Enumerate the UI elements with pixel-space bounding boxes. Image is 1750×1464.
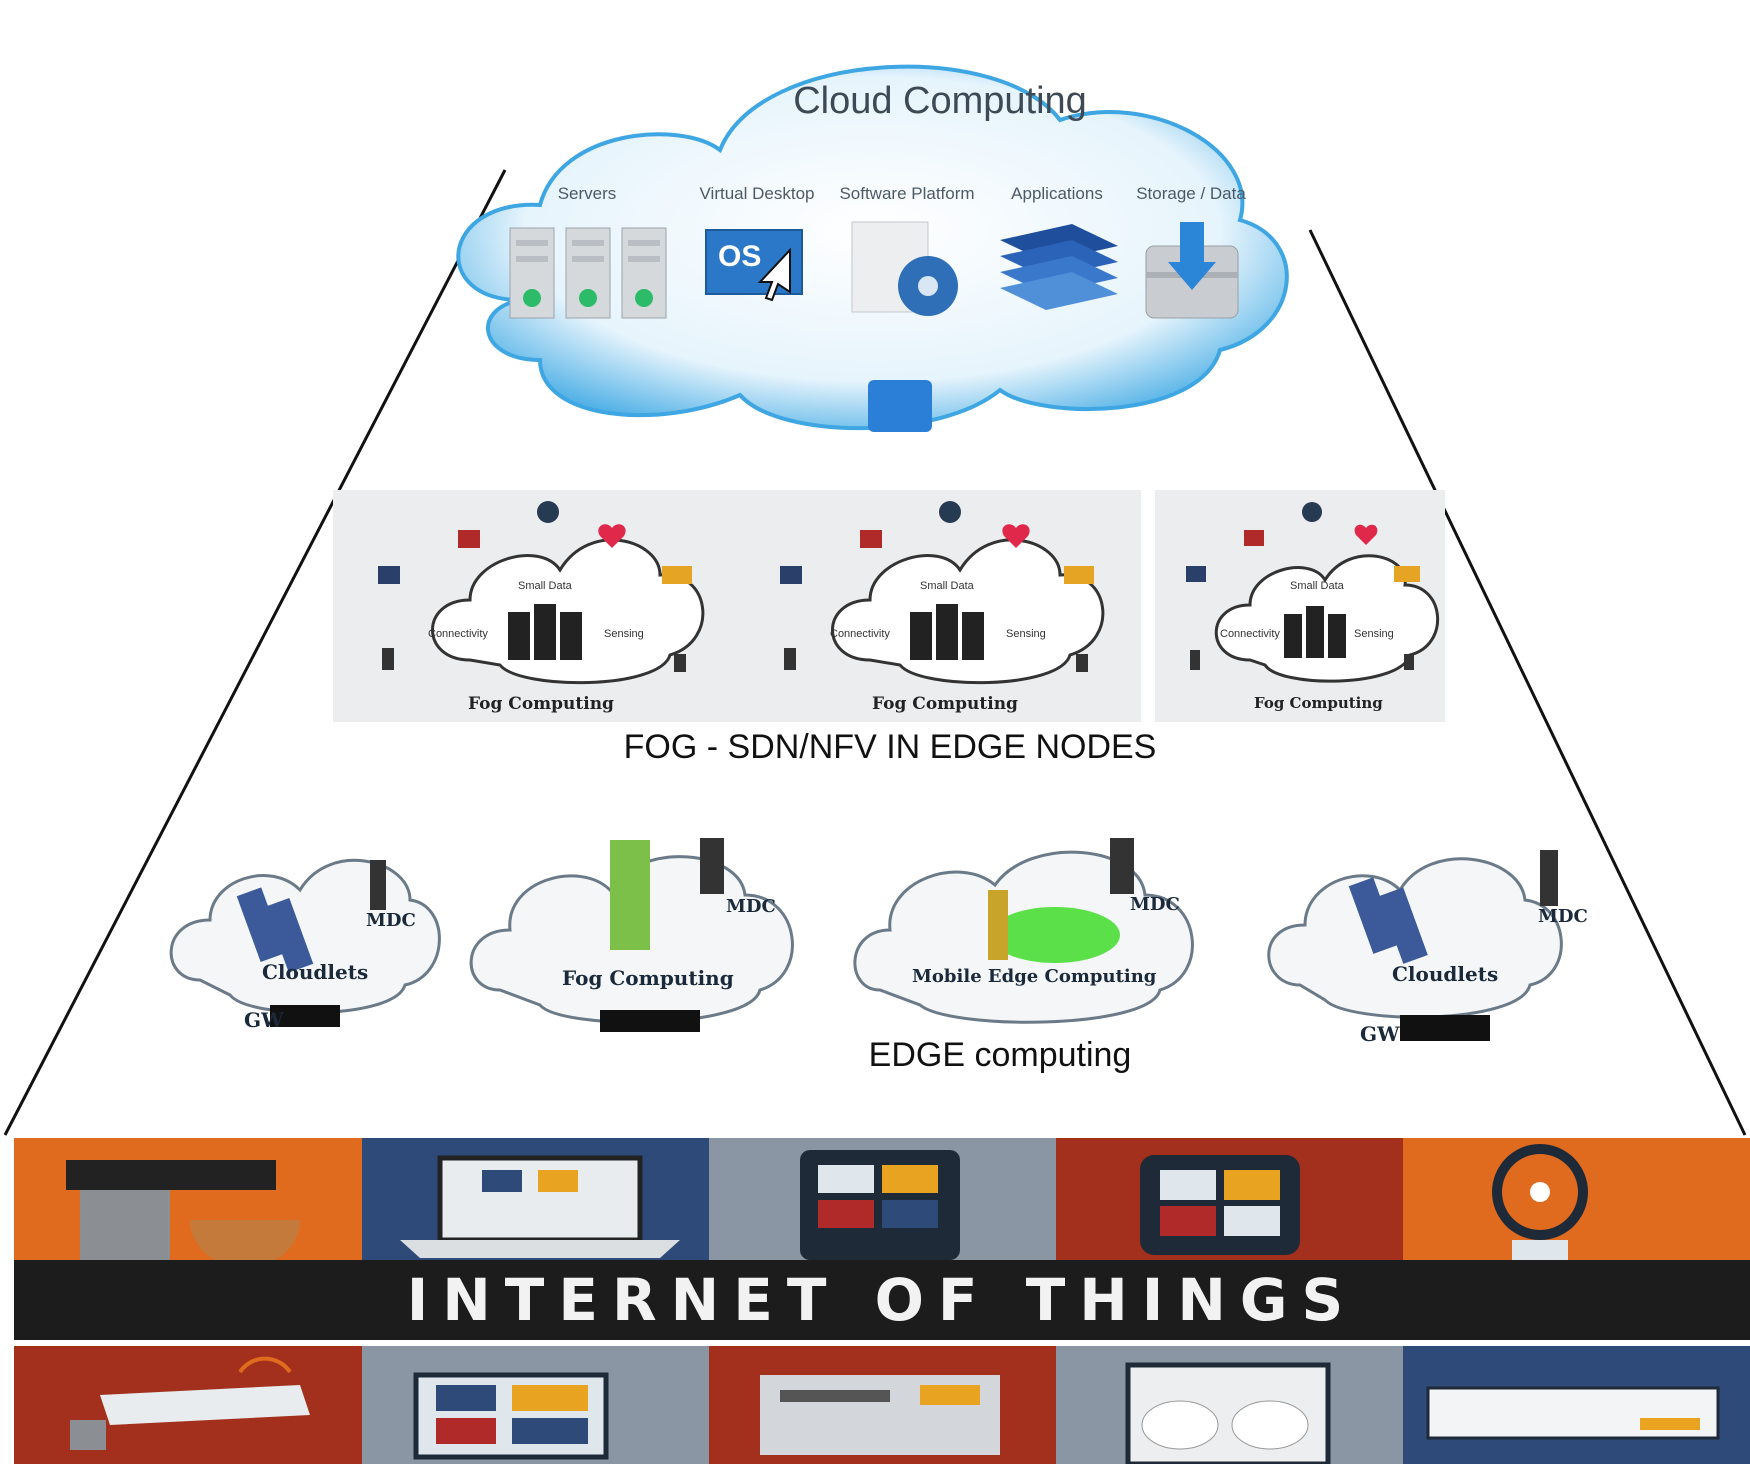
pyramid-left-edge <box>3 169 507 1136</box>
fog-panel-graphic <box>378 501 705 685</box>
fog-panel-title: Fog Computing <box>872 694 1018 714</box>
device-smartwatch-icon <box>1140 1155 1300 1255</box>
device-control-panel-icon <box>413 1372 609 1460</box>
edge-gw-label: GW <box>1360 1022 1400 1046</box>
fog-right-text: Sensing <box>604 628 644 640</box>
edge-cloud-graphic <box>169 858 441 1027</box>
fog-panel-graphic <box>1186 502 1439 683</box>
cloud-computing-title: Cloud Computing <box>793 80 1087 122</box>
device-laptop-icon <box>400 1155 680 1258</box>
device-fan-icon <box>1492 1144 1588 1260</box>
edge-mdc-label: MDC <box>726 896 776 917</box>
service-label-applications: Applications <box>1011 184 1103 203</box>
device-air-conditioner-icon <box>1426 1386 1720 1440</box>
edge-gw-label: GW <box>244 1008 284 1032</box>
service-label-servers: Servers <box>557 184 617 203</box>
edge-cloud-title: Mobile Edge Computing <box>912 966 1157 987</box>
fog-cloud-text: Small Data <box>920 580 974 592</box>
fog-panel-graphic <box>780 501 1105 685</box>
iot-tile-coffee <box>14 1138 362 1260</box>
fog-left-text: Connectivity <box>1220 628 1280 640</box>
device-security-camera-icon <box>70 1356 310 1450</box>
fog-left-text: Connectivity <box>830 628 890 640</box>
fog-cloud-text: Small Data <box>518 580 572 592</box>
device-coffee-machine-icon <box>66 1160 300 1269</box>
edge-cloud-graphic <box>1267 850 1563 1041</box>
fog-left-text: Connectivity <box>428 628 488 640</box>
pyramid-right-edge <box>1308 229 1747 1136</box>
iot-title: INTERNET OF THINGS <box>406 1266 1358 1334</box>
edge-cloud-title: Cloudlets <box>262 960 369 984</box>
fog-panel-title: Fog Computing <box>1254 694 1383 712</box>
iot-title-band: INTERNET OF THINGS <box>14 1260 1750 1340</box>
edge-cloud-title: Fog Computing <box>562 966 734 990</box>
edge-layer-caption: EDGE computing <box>868 1036 1132 1074</box>
cloud-connector <box>868 380 932 432</box>
service-label-storage-data: Storage / Data <box>1136 184 1246 203</box>
edge-cloud-graphic <box>853 838 1194 1024</box>
fog-panel-title: Fog Computing <box>468 694 614 714</box>
fog-cloud-text: Small Data <box>1290 580 1344 592</box>
service-label-virtual-desktop: Virtual Desktop <box>699 184 815 203</box>
storage-database-icon <box>1145 222 1239 319</box>
app-layers-icon <box>1000 224 1118 310</box>
edge-mdc-label: MDC <box>1538 906 1588 927</box>
device-oven-icon <box>760 1375 1000 1455</box>
fog-right-text: Sensing <box>1006 628 1046 640</box>
os-desktop-icon <box>705 229 803 302</box>
device-dishwasher-icon <box>1125 1362 1331 1464</box>
device-tablet-icon <box>800 1150 960 1260</box>
software-disc-icon <box>851 221 958 316</box>
server-rack-icon <box>509 227 667 319</box>
edge-cloud-title: Cloudlets <box>1392 962 1499 986</box>
edge-mdc-label: MDC <box>366 910 416 931</box>
os-badge: OS <box>718 240 762 273</box>
edge-cloud-graphic <box>469 838 794 1032</box>
fog-right-text: Sensing <box>1354 628 1394 640</box>
edge-mdc-label: MDC <box>1130 894 1180 915</box>
fog-layer-caption: FOG - SDN/NFV IN EDGE NODES <box>623 728 1157 766</box>
service-label-software-platform: Software Platform <box>839 184 975 203</box>
